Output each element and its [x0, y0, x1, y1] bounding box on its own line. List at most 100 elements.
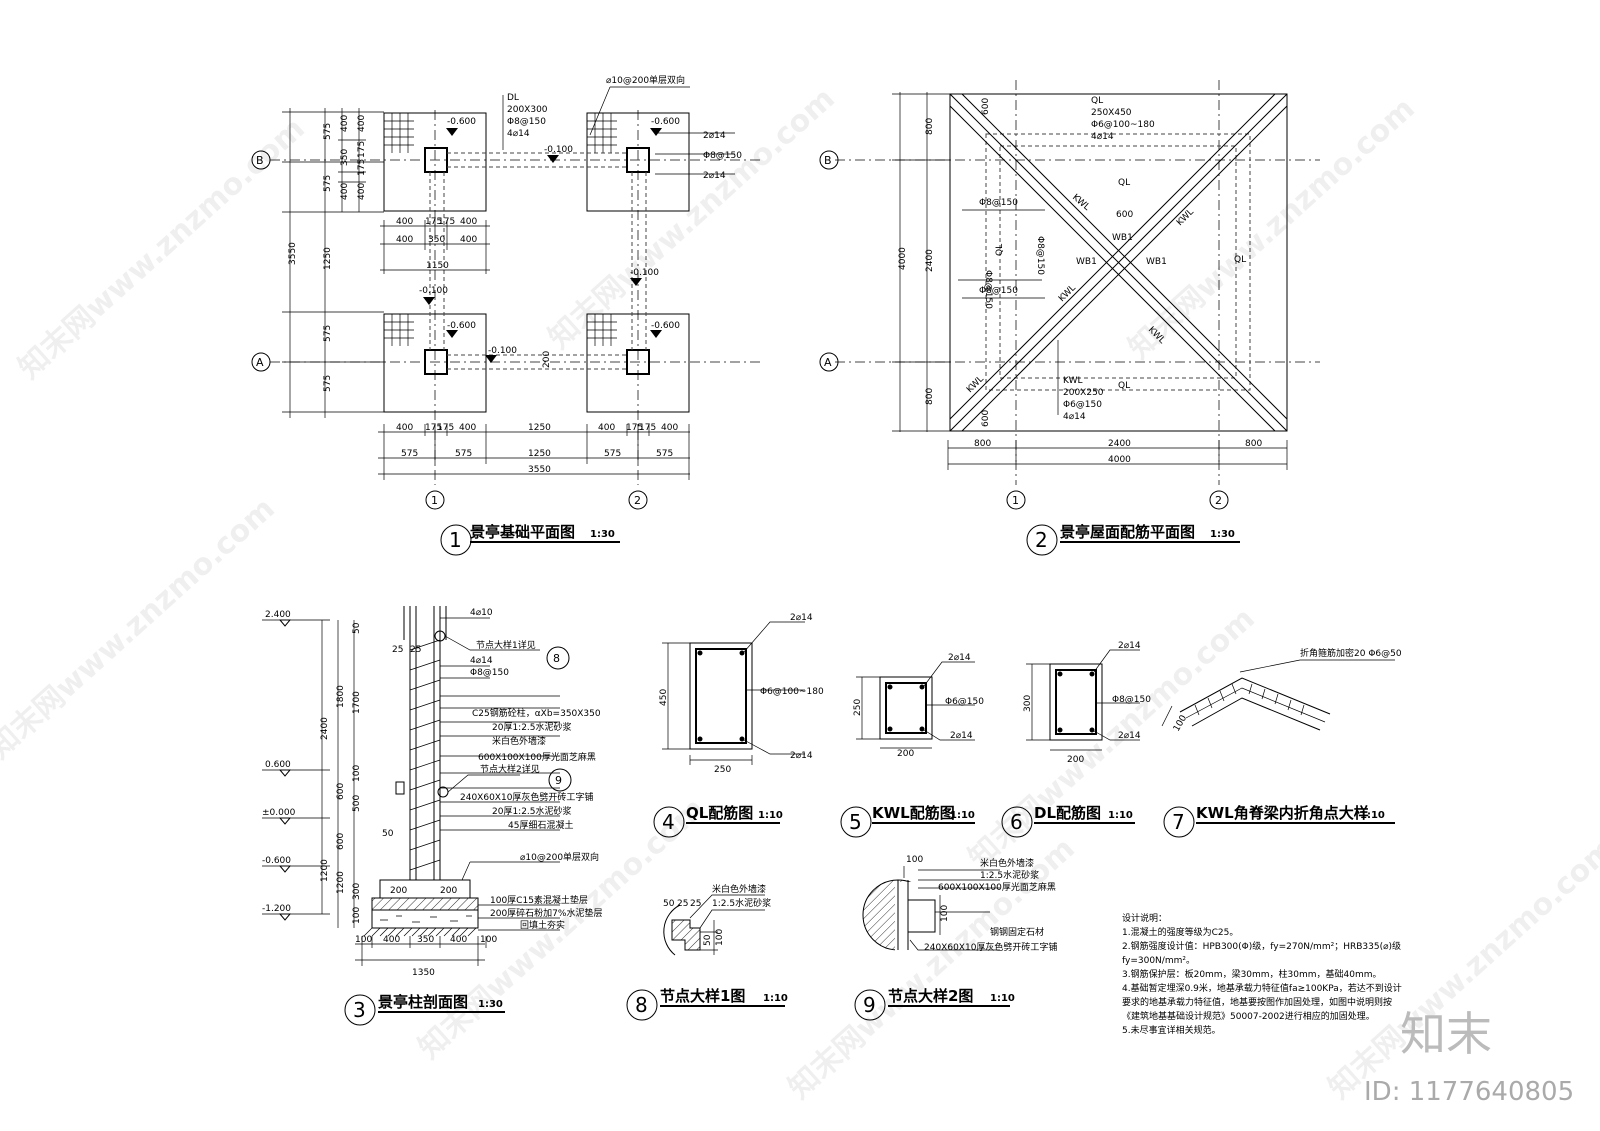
axis-1: 1 [1012, 494, 1019, 507]
detail-num: 9 [555, 774, 562, 787]
notes-line: 要求的地基承载力特征值，地基要按图作加固处理，如图中说明则按 [1122, 996, 1392, 1008]
foundation-plan: -0.600 -0.600 -0.100 -0.600 -0.600 -0.10… [251, 74, 760, 556]
axis-b: B [256, 154, 264, 167]
beam-label: QL [995, 244, 1005, 256]
dim: 400 [340, 115, 350, 132]
dim: 600 [981, 410, 991, 427]
slab-label: WB1 [1112, 233, 1133, 243]
beam-label: QL [1234, 255, 1246, 265]
dim: 575 [656, 449, 673, 459]
material-label: 回填土夯实 [520, 919, 565, 931]
rebar-label: Φ8@150 [1112, 695, 1151, 705]
watermark: 知末网www.znzmo.com [1122, 91, 1422, 366]
rebar-label: 4⌀14 [470, 656, 493, 666]
elev-label: 2.400 [265, 610, 291, 620]
drawing-number: 2 [1035, 528, 1048, 552]
elev-label: -0.600 [651, 321, 680, 331]
slab-label: WB1 [1146, 257, 1167, 267]
watermark: 知末网www.znzmo.com [0, 491, 282, 766]
drawing-title: 景亭屋面配筋平面图 [1060, 523, 1195, 541]
drawing-number: 1 [449, 528, 462, 552]
dim: 800 [925, 118, 935, 135]
drawing-title: KWL角脊梁内折角点大样 [1196, 804, 1369, 822]
slab-label: WB1 [1076, 257, 1097, 267]
dim: 175 [639, 423, 656, 433]
rebar-label: Φ6@100~180 [760, 687, 824, 697]
dim: 175 [438, 217, 455, 227]
elev-label: -0.600 [651, 117, 680, 127]
dim: 1250 [528, 449, 551, 459]
axis-1: 1 [431, 494, 438, 507]
dim: 175 [425, 217, 442, 227]
dim: 2400 [320, 717, 330, 740]
material-label: 1:2.5水泥砂浆 [712, 897, 771, 909]
dim: 50 [382, 829, 394, 839]
beam-label: KWL [1175, 207, 1196, 228]
dim: 100 [906, 855, 923, 865]
material-label: 240X60X10厚灰色劈开砖工字铺 [460, 791, 593, 803]
dim: 400 [460, 217, 477, 227]
dim: 50 [703, 934, 713, 946]
axis-2: 2 [634, 494, 641, 507]
dim: 2400 [1108, 439, 1131, 449]
watermark: 知末网www.znzmo.com [1322, 831, 1600, 1106]
elev-label: -1.200 [262, 904, 291, 914]
dim: 250 [853, 699, 863, 716]
dim: 200 [390, 886, 407, 896]
dim: 600 [981, 98, 991, 115]
material-label: 20厚1:2.5水泥砂浆 [492, 805, 572, 817]
footing-rebar: ⌀10@200单层双向 [606, 74, 685, 86]
dl-label: DL [507, 93, 519, 103]
drawing-number: 9 [863, 993, 876, 1017]
material-label: 20厚1:2.5水泥砂浆 [492, 721, 572, 733]
dl-size: 200X300 [507, 105, 548, 115]
ql-section: 2⌀14 Φ6@100~180 2⌀14 450 250 4 QL配筋图 1:1… [653, 613, 824, 838]
dl-section: 2⌀14 Φ8@150 2⌀14 300 200 6 DL配筋图 1:10 [1001, 641, 1151, 838]
dim: 575 [323, 123, 333, 140]
dim: 1250 [528, 423, 551, 433]
notes-line: fy=300N/mm²。 [1122, 956, 1195, 966]
beam-stirrup: Φ6@100~180 [1091, 120, 1155, 130]
rebar-label: 2⌀14 [790, 613, 813, 623]
dim: 1150 [426, 261, 449, 271]
dim: 25 [392, 645, 403, 655]
dim: 4000 [1108, 455, 1131, 465]
dim: 575 [323, 175, 333, 192]
dim: 100 [355, 935, 372, 945]
material-label: C25钢筋砼柱，αXb=350X350 [472, 707, 601, 719]
kwl-section: 2⌀14 Φ6@150 2⌀14 250 200 5 KWL配筋图 1:10 [840, 653, 984, 838]
drawing-number: 6 [1010, 810, 1023, 834]
dim: 50 [663, 899, 675, 909]
beam-label: KWL [1070, 193, 1091, 213]
dim: 100 [352, 907, 362, 924]
dim: 575 [401, 449, 418, 459]
rebar-label: 2⌀14 [790, 751, 813, 761]
dim: 175 [425, 423, 442, 433]
dim: 50 [352, 622, 362, 634]
axis-2: 2 [1215, 494, 1222, 507]
dim: 300 [1023, 695, 1033, 712]
drawing-number: 5 [849, 810, 862, 834]
dim: 25 [677, 899, 688, 909]
dl-bars: 4⌀14 [507, 129, 530, 139]
drawing-scale: 1:10 [1360, 810, 1385, 821]
drawing-title: QL配筋图 [686, 804, 753, 822]
dim: 1200 [320, 859, 330, 882]
elev-label: 0.600 [265, 760, 291, 770]
beam-label: QL [1091, 96, 1103, 106]
elev-label: -0.100 [419, 286, 448, 296]
beam-bars: 4⌀14 [1091, 132, 1114, 142]
beam-label: QL [1118, 178, 1130, 188]
dim: 600 [336, 833, 346, 850]
dim: 400 [357, 115, 367, 132]
axis-b: B [824, 154, 832, 167]
notes-line: 3.钢筋保护层：板20mm，梁30mm，柱30mm，基础40mm。 [1122, 968, 1382, 980]
dim: 400 [459, 423, 476, 433]
drawing-scale: 1:10 [758, 810, 783, 821]
dim: 1700 [352, 691, 362, 714]
detail-ref: 节点大样1详见 [476, 639, 536, 651]
rebar-label: ⌀10@200单层双向 [520, 851, 599, 863]
drawing-number: 8 [635, 993, 648, 1017]
design-notes: 设计说明： 1.混凝土的强度等级为C25。 2.钢筋强度设计值：HPB300(Φ… [1122, 912, 1402, 1036]
dim: 200 [542, 351, 552, 368]
